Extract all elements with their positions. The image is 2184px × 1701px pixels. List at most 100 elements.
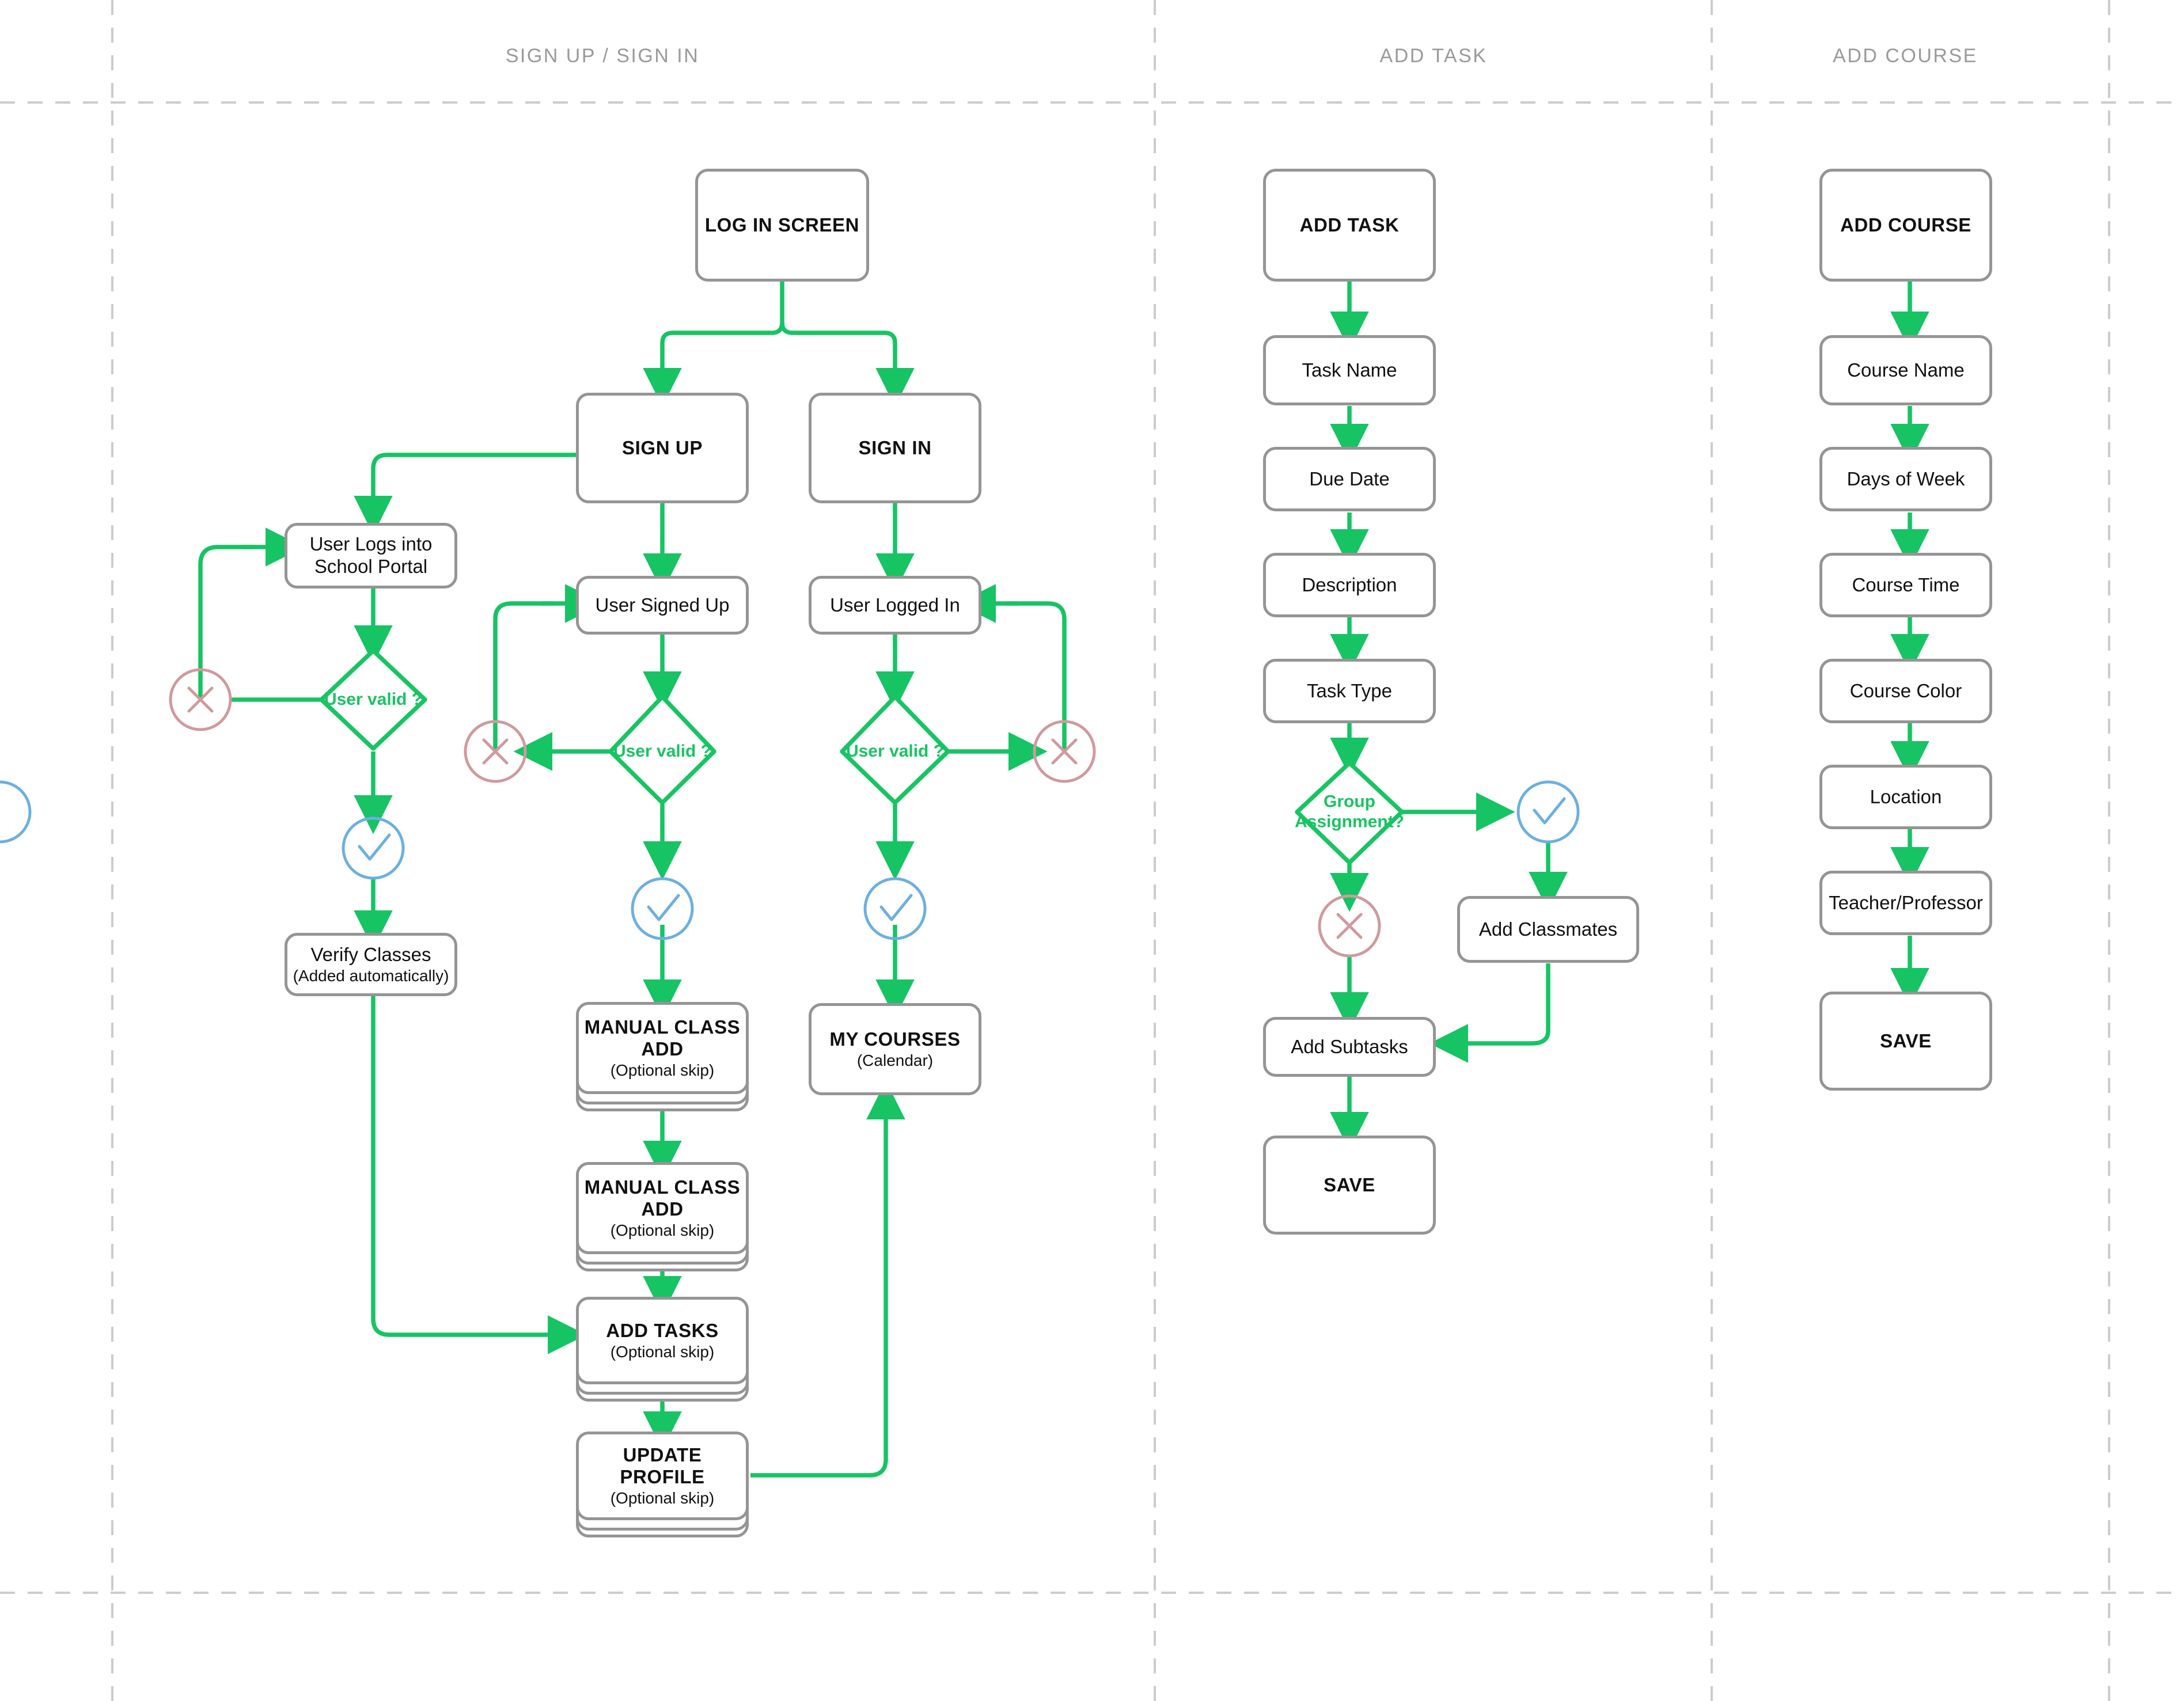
node-user-logs-line1: User Logs into (309, 533, 433, 555)
node-add-classmates-label: Add Classmates (1478, 918, 1618, 940)
node-user-signed-up[interactable]: User Signed Up (576, 576, 749, 635)
column-title-add-course: ADD COURSE (1833, 45, 1978, 67)
node-add-task-label: ADD TASK (1299, 214, 1400, 236)
node-manual-class-add-2-line2: ADD (641, 1198, 684, 1220)
node-user-signed-up-label: User Signed Up (595, 594, 730, 616)
arrow-signupfail-loop (493, 601, 553, 751)
node-course-time[interactable]: Course Time (1819, 553, 1992, 617)
check-circle-icon-portal (342, 817, 405, 880)
node-add-course-label: ADD COURSE (1840, 214, 1971, 236)
node-task-type[interactable]: Task Type (1263, 659, 1436, 723)
node-user-logged-in-label: User Logged In (830, 594, 960, 616)
node-add-subtasks[interactable]: Add Subtasks (1263, 1017, 1436, 1077)
node-my-courses-label: MY COURSES (829, 1028, 961, 1050)
node-add-classmates[interactable]: Add Classmates (1457, 896, 1639, 963)
node-manual-class-add-1[interactable]: MANUAL CLASS ADD (Optional skip) (576, 1002, 749, 1094)
node-location[interactable]: Location (1819, 765, 1992, 829)
flow-arrows (198, 280, 1929, 1478)
node-manual-class-add-2[interactable]: MANUAL CLASS ADD (Optional skip) (576, 1162, 749, 1254)
node-manual-class-add-1-sub: (Optional skip) (610, 1061, 715, 1080)
node-description-label: Description (1302, 574, 1397, 595)
diamond-portal-valid (319, 648, 427, 751)
arrow-portalfail-loop (198, 545, 253, 700)
node-course-save[interactable]: SAVE (1819, 992, 1992, 1091)
node-add-task[interactable]: ADD TASK (1263, 169, 1436, 282)
node-add-tasks[interactable]: ADD TASKS (Optional skip) (576, 1297, 749, 1384)
x-circle-icon-signin (1033, 720, 1096, 783)
node-add-course[interactable]: ADD COURSE (1819, 169, 1992, 282)
node-my-courses[interactable]: MY COURSES (Calendar) (809, 1003, 981, 1095)
diamond-group-assignment (1295, 761, 1404, 865)
node-user-logged-in[interactable]: User Logged In (809, 576, 981, 635)
node-description[interactable]: Description (1263, 553, 1436, 617)
node-update-profile[interactable]: UPDATE PROFILE (Optional skip) (576, 1432, 749, 1520)
decision-label-signin-valid: User valid ? (845, 741, 945, 761)
check-circle-icon-signin (863, 877, 927, 940)
node-sign-up-label: SIGN UP (622, 436, 703, 458)
column-title-signup-signin: SIGN UP / SIGN IN (505, 45, 700, 67)
node-add-tasks-sub: (Optional skip) (610, 1342, 715, 1361)
node-sign-up[interactable]: SIGN UP (576, 393, 749, 503)
column-title-add-task: ADD TASK (1379, 45, 1488, 67)
arrow-login-to-signup (643, 280, 784, 407)
node-task-type-label: Task Type (1307, 679, 1392, 701)
decision-label-portal-valid: User valid ? (324, 689, 423, 709)
node-days-of-week[interactable]: Days of Week (1819, 447, 1992, 511)
node-update-profile-sub: (Optional skip) (610, 1489, 715, 1508)
node-course-save-label: SAVE (1880, 1030, 1932, 1051)
node-add-tasks-stack: ADD TASKS (Optional skip) (576, 1297, 749, 1406)
arrow-signup-to-portal (354, 453, 576, 535)
x-circle-icon-group (1318, 894, 1381, 958)
node-add-subtasks-label: Add Subtasks (1291, 1035, 1408, 1057)
node-teacher-professor[interactable]: Teacher/Professor (1819, 871, 1992, 935)
node-update-profile-label: UPDATE PROFILE (620, 1444, 705, 1488)
x-circle-icon-signup (464, 720, 527, 783)
node-teacher-professor-label: Teacher/Professor (1829, 891, 1983, 913)
diamond-signin-valid (840, 694, 950, 805)
node-task-save[interactable]: SAVE (1263, 1136, 1436, 1235)
arrow-login-to-signin (780, 322, 915, 407)
node-log-in-screen-label: LOG IN SCREEN (704, 214, 860, 236)
node-due-date[interactable]: Due Date (1263, 447, 1436, 511)
node-location-label: Location (1870, 785, 1942, 807)
arrow-sinfail-loop (1007, 601, 1067, 751)
node-update-profile-stack: UPDATE PROFILE (Optional skip) (576, 1432, 749, 1542)
node-sign-in[interactable]: SIGN IN (809, 393, 981, 503)
arrow-classmates-to-subtasks (1429, 963, 1550, 1063)
arrow-updateprofile-to-mycourses (750, 1080, 905, 1478)
node-course-color-label: Course Color (1849, 679, 1962, 701)
node-add-tasks-label: ADD TASKS (606, 1320, 719, 1342)
check-circle-icon-signup (631, 877, 694, 940)
node-course-name[interactable]: Course Name (1819, 335, 1992, 405)
arrow-verify-to-addtasks (371, 995, 587, 1354)
node-task-save-label: SAVE (1324, 1174, 1375, 1195)
node-task-name-label: Task Name (1302, 359, 1397, 381)
x-circle-icon-portal (169, 668, 232, 731)
node-due-date-label: Due Date (1309, 468, 1390, 489)
node-verify-classes-label: Verify Classes (310, 944, 431, 966)
node-manual-class-add-1-line2: ADD (641, 1038, 684, 1060)
node-my-courses-sub: (Calendar) (856, 1051, 934, 1069)
node-manual-class-add-1-stack: MANUAL CLASS ADD (Optional skip) (576, 1002, 749, 1114)
node-user-logs-line2: School Portal (314, 556, 428, 577)
decision-label-group-assignment: Group Assignment? (1294, 792, 1405, 831)
node-course-color[interactable]: Course Color (1819, 659, 1992, 723)
diamond-signup-valid (608, 694, 716, 805)
node-course-time-label: Course Time (1852, 574, 1960, 595)
node-manual-class-add-1-line1: MANUAL CLASS (584, 1016, 741, 1038)
node-course-name-label: Course Name (1847, 359, 1965, 381)
node-verify-classes[interactable]: Verify Classes (Added automatically) (285, 933, 457, 996)
node-task-name[interactable]: Task Name (1263, 335, 1436, 405)
node-manual-class-add-2-sub: (Optional skip) (610, 1221, 715, 1240)
node-user-logs-into-school-portal[interactable]: User Logs into School Portal (285, 523, 457, 588)
status-markers (0, 668, 1580, 958)
check-circle-icon-group (0, 780, 32, 844)
decision-label-signup-valid: User valid ? (613, 741, 712, 761)
node-days-of-week-label: Days of Week (1846, 468, 1965, 489)
node-log-in-screen[interactable]: LOG IN SCREEN (695, 169, 869, 282)
node-verify-classes-sub: (Added automatically) (293, 966, 449, 985)
decision-diamonds (319, 648, 1404, 865)
